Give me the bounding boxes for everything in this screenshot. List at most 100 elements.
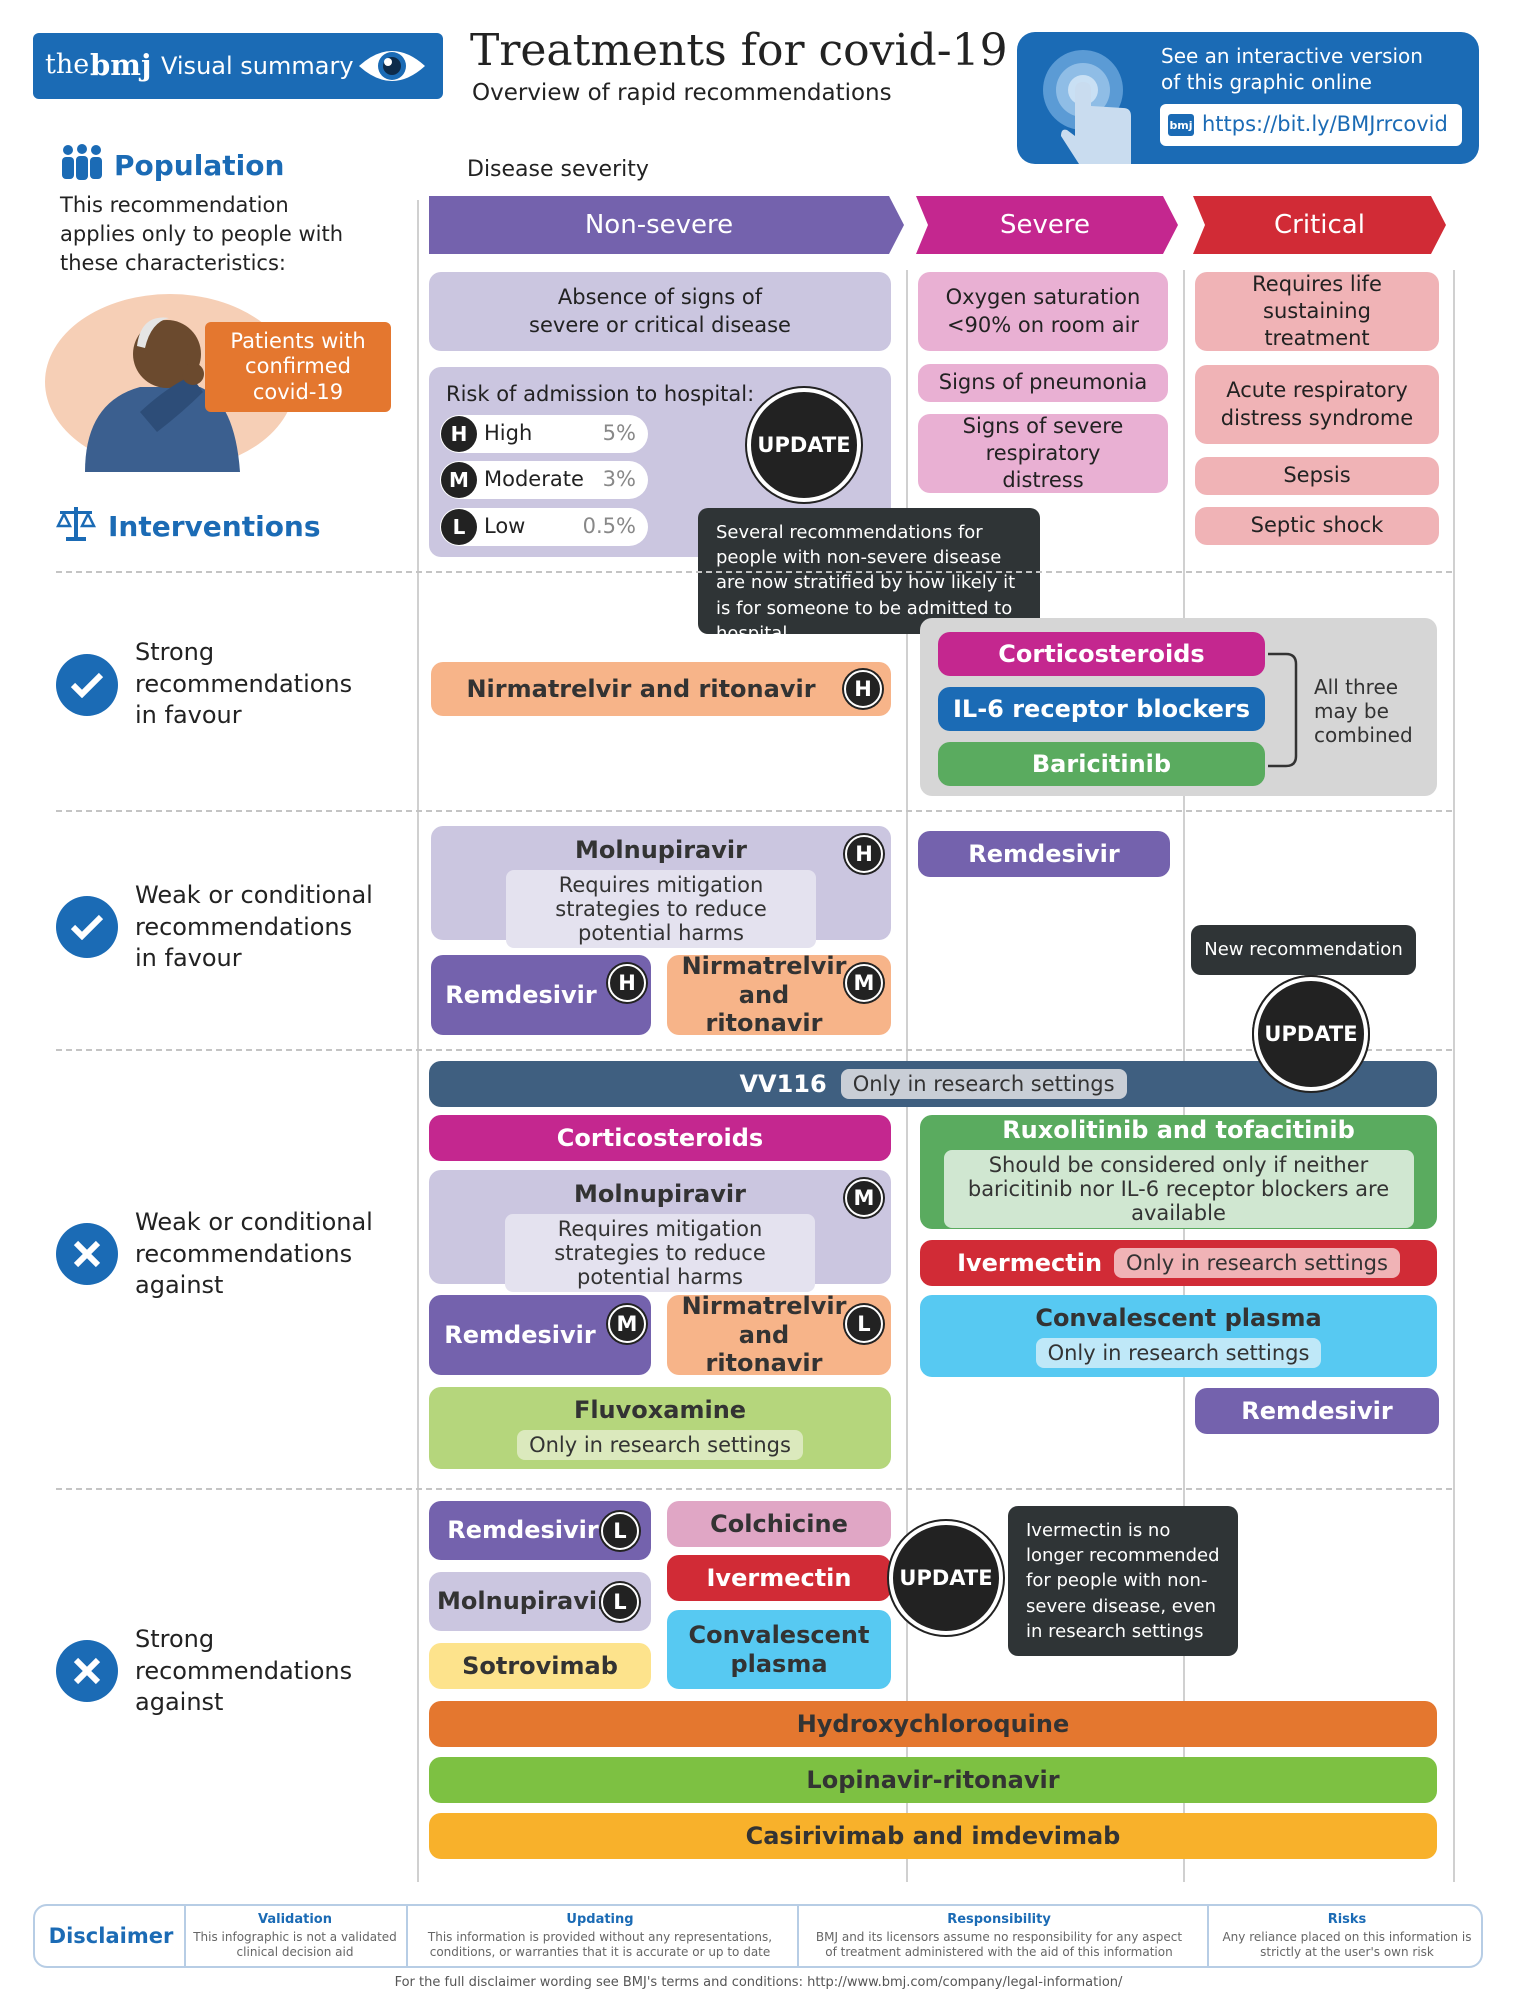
wf-nirmatrelvir: Nirmatrelvir and ritonavir [667, 952, 891, 1037]
wf-molnupiravir-sub: Requires mitigation strategies to reduce… [506, 869, 816, 949]
sa-colchicine: Colchicine [667, 1501, 891, 1547]
disclaimer-heading: Responsibility [947, 1912, 1051, 1927]
sa-casirivimab: Casirivimab and imdevimab [429, 1813, 1437, 1859]
wa-convalescent-plasma: Convalescent plasma Only in research set… [920, 1295, 1437, 1377]
risk-pct: 3% [602, 467, 636, 491]
risk-pct: 5% [602, 421, 636, 445]
row-divider [56, 810, 1452, 812]
critical-sign-septic-shock: Septic shock [1195, 507, 1439, 545]
severe-sign-respiratory: Signs of severe respiratory distress [918, 414, 1168, 493]
risk-moderate: M Moderate 3% [440, 461, 648, 499]
update-badge-2-overlay: UPDATE [1254, 977, 1368, 1091]
risk-high: H High 5% [440, 415, 648, 453]
row-divider [56, 571, 1452, 573]
severe-sign-oxygen: Oxygen saturation <90% on room air [918, 272, 1168, 351]
wa-ivermectin-sub: Only in research settings [1114, 1247, 1400, 1279]
patients-box: Patients with confirmed covid-19 [205, 322, 391, 412]
risk-title: Risk of admission to hospital: [446, 382, 755, 406]
check-icon [56, 896, 118, 958]
risk-pct: 0.5% [582, 514, 636, 538]
disclaimer-divider [406, 1906, 408, 1966]
check-icon [56, 654, 118, 716]
update-badge-3: UPDATE [889, 1521, 1003, 1635]
cross-icon [56, 1223, 118, 1285]
touch-hand-icon [1043, 50, 1131, 164]
page-subtitle: Overview of rapid recommendations [472, 80, 892, 106]
risk-name: Moderate [484, 467, 584, 491]
badge-l: L [601, 1512, 639, 1550]
interactive-text-1: See an interactive version [1161, 44, 1423, 68]
interactive-banner[interactable]: See an interactive version of this graph… [1017, 32, 1479, 164]
wa-ruxolitinib-name: Ruxolitinib and tofacitinib [1002, 1115, 1355, 1144]
wa-vv116-sub: Only in research settings [840, 1068, 1127, 1100]
header-critical: Critical [1274, 210, 1365, 240]
header-nonsevere-arrow [429, 196, 904, 254]
badge-m: M [845, 1179, 883, 1217]
header-critical-arrow [1193, 196, 1446, 254]
combine-bracket [1268, 652, 1298, 768]
critical-sign-ards: Acute respiratory distress syndrome [1195, 365, 1439, 444]
population-desc-3: these characteristics: [60, 251, 286, 275]
url-link[interactable]: https://bit.ly/BMJrrcovid [1202, 112, 1448, 136]
wa-molnupiravir-sub: Requires mitigation strategies to reduce… [505, 1213, 815, 1293]
sa-hydroxychloroquine: Hydroxychloroquine [429, 1701, 1437, 1747]
sa-convalescent-plasma: Convalescent plasma [667, 1610, 891, 1689]
header-nonsevere: Non-severe [584, 210, 734, 240]
disclaimer-text: Any reliance placed on this information … [1222, 1930, 1472, 1960]
badge-m: M [608, 1305, 646, 1343]
wa-corticosteroids: Corticosteroids [429, 1115, 891, 1161]
header-severe-arrow [916, 196, 1178, 254]
wa-molnupiravir-name: Molnupiravir [574, 1180, 746, 1208]
wa-ruxolitinib-sub: Should be considered only if neither bar… [943, 1149, 1414, 1229]
people-icon [62, 144, 102, 180]
critical-sign-sepsis: Sepsis [1195, 457, 1439, 495]
sf-il6-blockers: IL-6 receptor blockers [938, 687, 1265, 731]
tooltip-new-recommendation: New recommendation [1191, 925, 1416, 975]
badge-h: H [608, 964, 646, 1002]
eye-icon [359, 51, 425, 81]
wa-convalescent-sub: Only in research settings [1035, 1337, 1322, 1368]
wa-ruxolitinib: Ruxolitinib and tofacitinib Should be co… [920, 1115, 1437, 1229]
wa-fluvoxamine-sub: Only in research settings [517, 1429, 803, 1460]
interventions-heading: Interventions [108, 510, 321, 543]
disclaimer-heading: Risks [1327, 1912, 1367, 1927]
badge-l: L [441, 509, 477, 545]
disclaimer-footer[interactable]: For the full disclaimer wording see BMJ'… [394, 1975, 1123, 1990]
critical-sign-life: Requires life sustaining treatment [1195, 272, 1439, 351]
severe-sign-pneumonia: Signs of pneumonia [918, 364, 1168, 402]
tooltip-ivermectin: Ivermectin is no longer recommended for … [1008, 1506, 1238, 1656]
badge-h: H [844, 670, 882, 708]
wa-fluvoxamine: Fluvoxamine Only in research settings [429, 1387, 891, 1469]
update-badge-1: UPDATE [747, 388, 861, 502]
badge-m: M [441, 462, 477, 498]
sf-corticosteroids: Corticosteroids [938, 632, 1265, 676]
grid-line [1453, 270, 1455, 1882]
wf-molnupiravir-name: Molnupiravir [575, 836, 747, 864]
wa-convalescent-name: Convalescent plasma [1035, 1304, 1322, 1333]
population-heading: Population [114, 149, 285, 182]
row-label-weak-favour: Weak or conditional recommendations in f… [135, 881, 373, 973]
row-label-strong-favour: Strong recommendations in favour [135, 638, 353, 730]
wa-vv116: VV116 Only in research settings [429, 1061, 1437, 1107]
disease-severity-label: Disease severity [467, 157, 649, 182]
wa-vv116-name: VV116 [739, 1069, 827, 1098]
logo-bmj: bmj [90, 48, 152, 82]
risk-name: High [484, 421, 533, 445]
logo-the: the [45, 49, 90, 80]
sa-ivermectin: Ivermectin [667, 1555, 891, 1601]
disclaimer-divider [1207, 1906, 1209, 1966]
header-severe: Severe [1000, 210, 1090, 240]
url-box[interactable]: bmj https://bit.ly/BMJrrcovid [1160, 104, 1462, 146]
row-label-strong-against: Strong recommendations against [135, 1625, 353, 1717]
row-divider [56, 1049, 1452, 1051]
badge-h: H [441, 416, 477, 452]
cross-icon [56, 1640, 118, 1702]
visual-summary-label: Visual summary [161, 52, 354, 80]
disclaimer-text: This information is provided without any… [427, 1930, 773, 1960]
row-label-weak-against: Weak or conditional recommendations agai… [135, 1208, 373, 1300]
disclaimer-heading: Updating [566, 1912, 634, 1927]
